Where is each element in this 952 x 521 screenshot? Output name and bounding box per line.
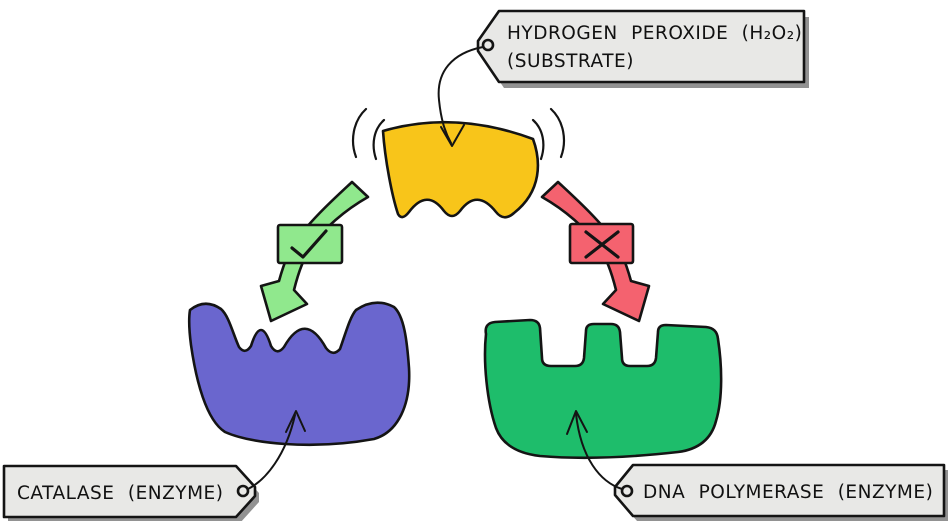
- catalase-label: CATALASE (ENZYME): [17, 483, 223, 504]
- dna-polymerase-label: DNA POLYMERASE (ENZYME): [643, 482, 933, 503]
- substrate-tag-body: [476, 9, 806, 84]
- match-arrow-group: [259, 180, 370, 323]
- substrate-shape: [381, 120, 540, 219]
- catalase-enzyme-shape: [187, 301, 411, 447]
- dna-polymerase-label-tag: DNA POLYMERASE (ENZYME): [566, 410, 948, 521]
- check-icon: [290, 229, 328, 259]
- motion-lines-left-icon: [351, 107, 386, 161]
- substrate-label-line2: (SUBSTRATE): [507, 51, 634, 72]
- dna-polymerase-tag-eyelet-icon: [620, 484, 634, 498]
- catalase-tag-eyelet-icon: [236, 484, 250, 498]
- cross-icon: [584, 230, 620, 259]
- catalase-tag-body: [2, 464, 257, 519]
- catalase-label-tag: CATALASE (ENZYME): [2, 410, 306, 521]
- substrate-group: [351, 107, 566, 219]
- dna-polymerase-leader-arrowhead-icon: [566, 410, 588, 435]
- substrate-label-tag: HYDROGEN PEROXIDE (H₂O₂) (SUBSTRATE): [437, 9, 809, 147]
- substrate-leader-line: [437, 46, 484, 144]
- dna-polymerase-leader-line: [575, 413, 623, 490]
- substrate-tag-eyelet-icon: [481, 38, 495, 52]
- mismatch-arrow-group: [540, 180, 651, 323]
- catalase-leader-line: [247, 414, 296, 490]
- motion-lines-right-icon: [531, 107, 566, 161]
- catalase-leader-arrowhead-icon: [285, 410, 306, 433]
- substrate-label-line1: HYDROGEN PEROXIDE (H₂O₂): [507, 23, 802, 44]
- match-indicator-box: [276, 223, 344, 265]
- dna-polymerase-enzyme-shape: [483, 318, 723, 460]
- substrate-leader-arrowhead-icon: [440, 124, 465, 147]
